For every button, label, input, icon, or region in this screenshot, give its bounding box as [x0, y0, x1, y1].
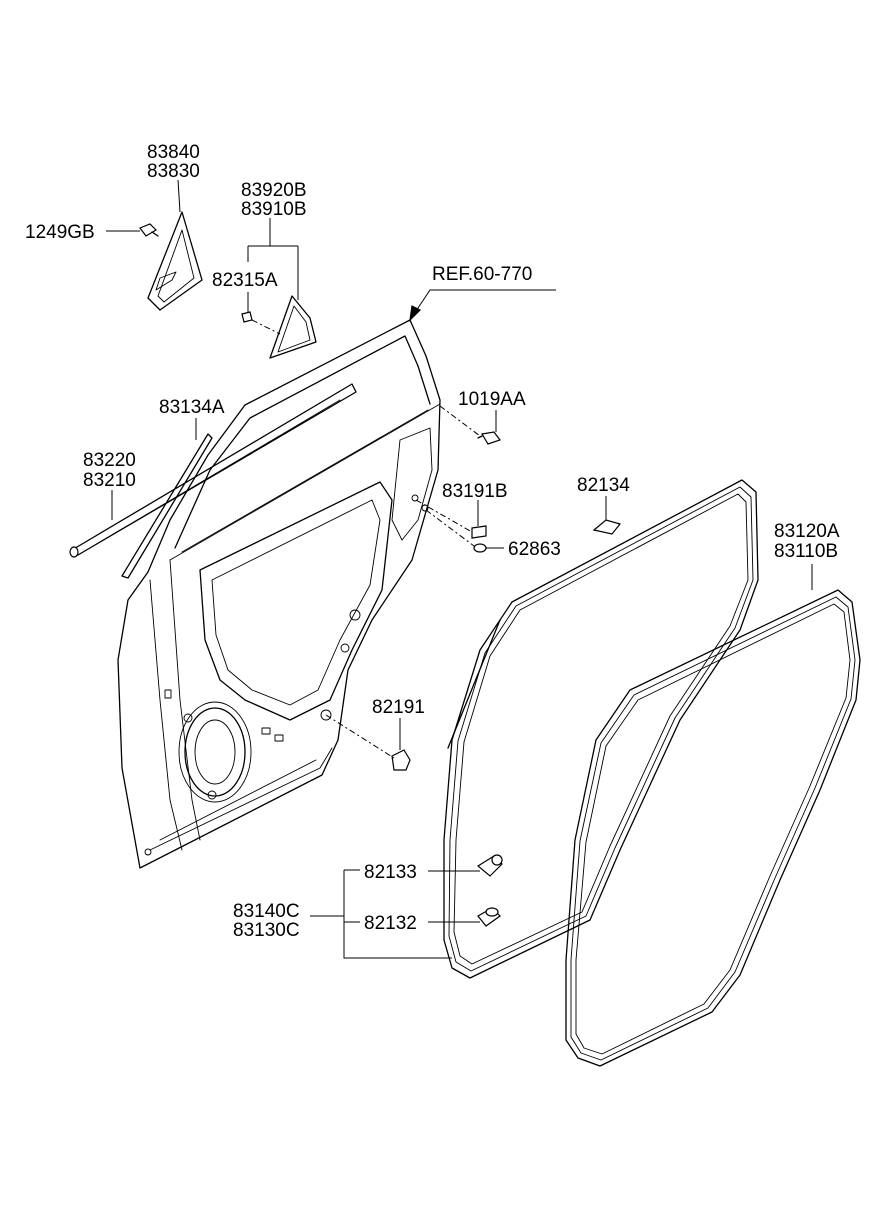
label-1249gb: 1249GB: [25, 222, 95, 243]
label-83920b: 83920B: [241, 180, 307, 201]
plug-62863: [473, 543, 487, 553]
label-82191: 82191: [372, 697, 425, 718]
ref-arrowhead: [409, 305, 422, 322]
bumper-82191: [391, 749, 411, 771]
label-ref: REF.60-770: [432, 264, 532, 285]
label-83120a: 83120A: [774, 521, 840, 542]
bolt-1019aa: [477, 431, 501, 445]
label-1019aa: 1019AA: [458, 389, 526, 410]
belt-moulding: [69, 383, 357, 558]
label-83910b: 83910B: [241, 199, 307, 220]
clip-82134: [592, 519, 622, 535]
label-83134a: 83134A: [159, 397, 225, 418]
label-83140c: 83140C: [233, 901, 300, 922]
label-83220: 83220: [83, 450, 136, 471]
dash-82315a: [251, 319, 281, 335]
dash-82191: [325, 714, 395, 759]
door-panel: [117, 319, 441, 869]
leader-83840: [177, 179, 181, 213]
dash-62863: [425, 509, 475, 547]
body-weatherstrip: [565, 589, 861, 1067]
fastener-82132: [477, 907, 501, 927]
door-weatherstrip: [443, 479, 759, 979]
run-channel-strip: [121, 433, 213, 579]
dash-83191b: [415, 499, 473, 533]
leader-83140c-bracket: [310, 869, 452, 959]
label-83191b: 83191B: [442, 481, 508, 502]
label-83130c: 83130C: [233, 920, 300, 941]
label-83110b: 83110B: [774, 541, 838, 562]
label-83210: 83210: [83, 470, 136, 491]
leader-83920b: [247, 218, 299, 300]
dash-1019aa: [439, 405, 481, 437]
label-83830: 83830: [147, 161, 200, 182]
label-82133: 82133: [364, 862, 417, 883]
corner-garnish: [147, 211, 203, 311]
fastener-82133: [476, 854, 503, 877]
label-82132: 82132: [364, 913, 417, 934]
delta-moulding: [269, 295, 317, 359]
leader-ref: [409, 289, 556, 321]
label-82315a: 82315A: [212, 270, 278, 291]
clip-82315a: [241, 311, 253, 323]
screw-1249gb: [139, 223, 159, 237]
label-83840: 83840: [147, 142, 200, 163]
label-62863: 62863: [508, 539, 561, 560]
grommet-83191b: [471, 525, 487, 539]
label-82134: 82134: [577, 475, 630, 496]
